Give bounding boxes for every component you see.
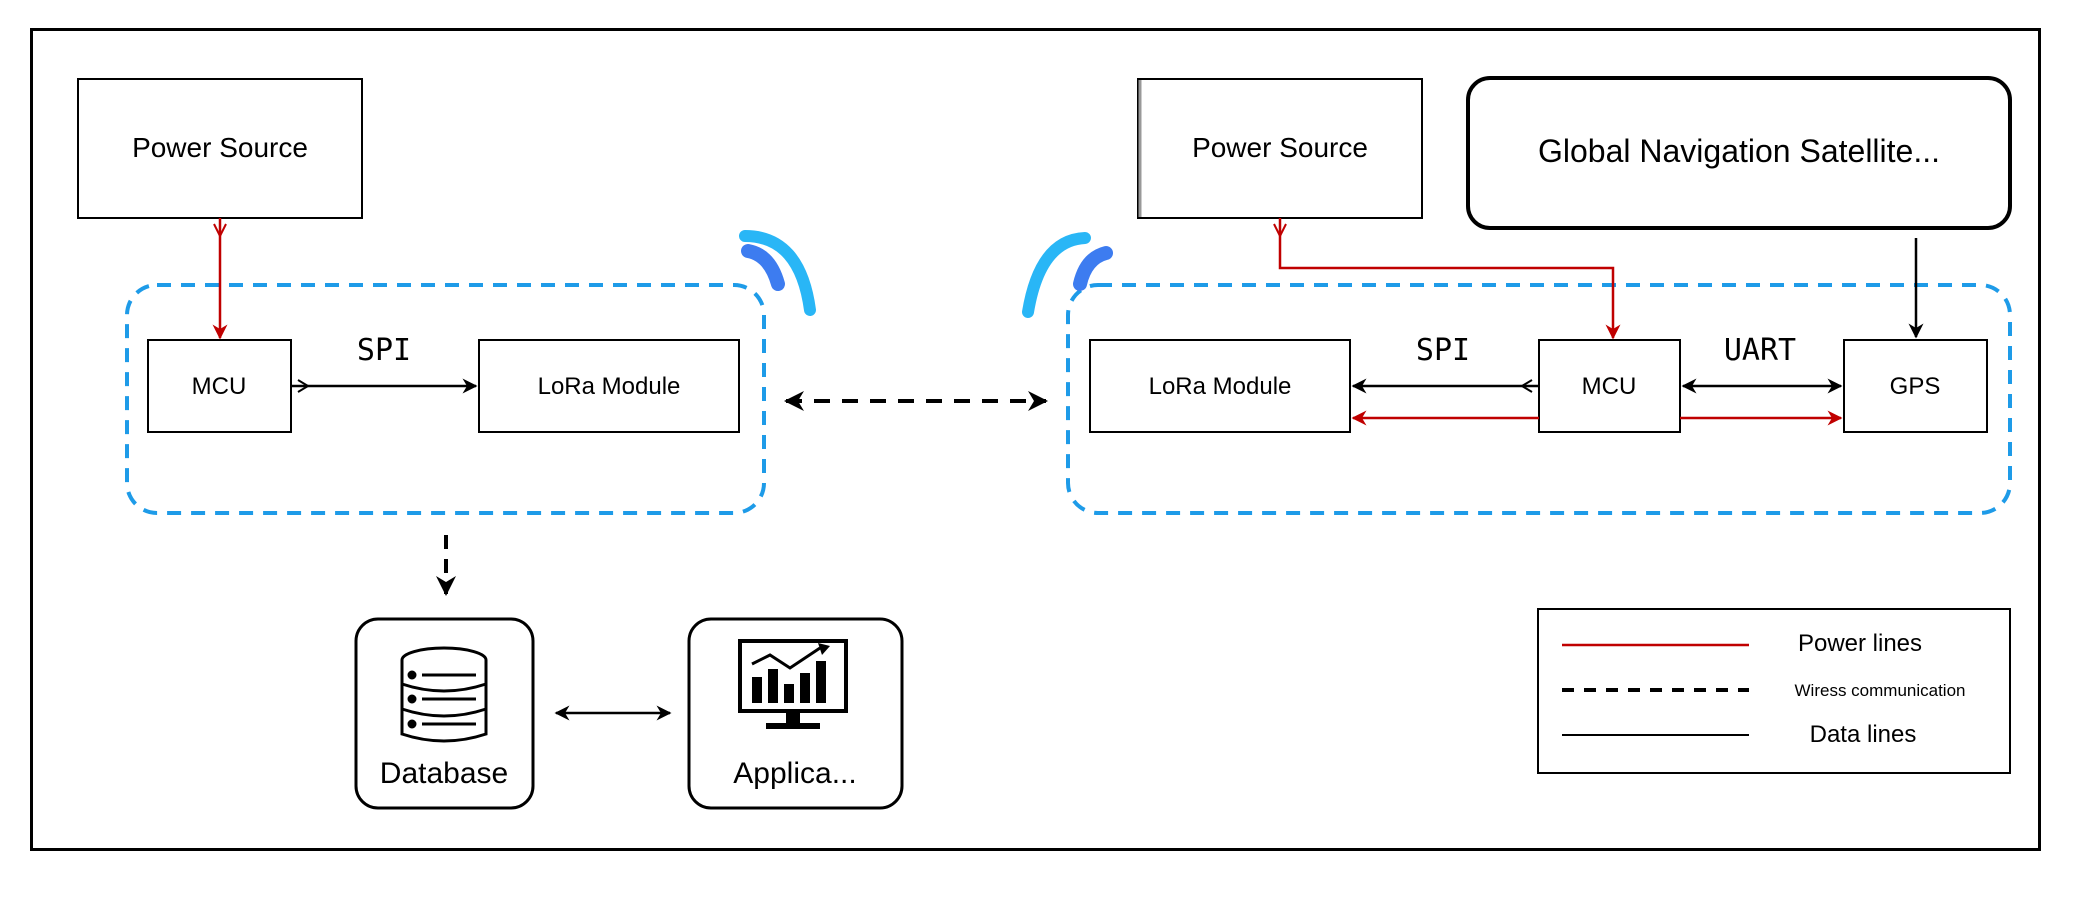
gps-box xyxy=(1843,339,1988,433)
left-node-group xyxy=(125,283,766,515)
power-source-right-box xyxy=(1137,78,1423,219)
gnss-box xyxy=(1466,76,2012,230)
data-line-spi-right xyxy=(1351,378,1539,394)
power-line-right xyxy=(1273,218,1621,340)
wifi-signal-icon xyxy=(739,230,816,316)
gnss-label: Global Navigation Satellite... xyxy=(1538,133,1940,169)
mcu-right-box xyxy=(1538,339,1681,433)
spi-right-label: SPI xyxy=(1416,333,1470,368)
lora-left-label: LoRa Module xyxy=(538,373,681,400)
power-line-left xyxy=(212,218,228,340)
legend-wireless-label: Wiress communication xyxy=(1795,681,1966,700)
lora-right-label: LoRa Module xyxy=(1149,373,1292,400)
legend: Power lines Wiress communication Data li… xyxy=(1537,608,2011,774)
legend-power-label: Power lines xyxy=(1798,630,1922,657)
database-label: Database xyxy=(380,757,508,790)
database-icon xyxy=(400,646,488,743)
mcu-left-label: MCU xyxy=(192,373,247,400)
legend-data-label: Data lines xyxy=(1810,721,1917,748)
right-node-group xyxy=(1066,283,2012,515)
wifi-signal-icon xyxy=(1022,232,1113,318)
spi-left-label: SPI xyxy=(357,333,411,368)
data-line-spi-left xyxy=(291,378,478,394)
mcu-right-label: MCU xyxy=(1582,373,1637,400)
gps-label: GPS xyxy=(1890,373,1941,400)
power-source-left-label: Power Source xyxy=(132,132,308,163)
lora-left-box xyxy=(478,339,740,433)
mcu-left-box xyxy=(147,339,292,433)
monitor-chart-icon xyxy=(738,639,848,729)
lora-right-box xyxy=(1089,339,1351,433)
power-source-right-label: Power Source xyxy=(1192,132,1368,163)
power-source-left-box xyxy=(77,78,363,219)
uart-label: UART xyxy=(1724,333,1796,368)
application-label: Applica... xyxy=(733,757,856,790)
